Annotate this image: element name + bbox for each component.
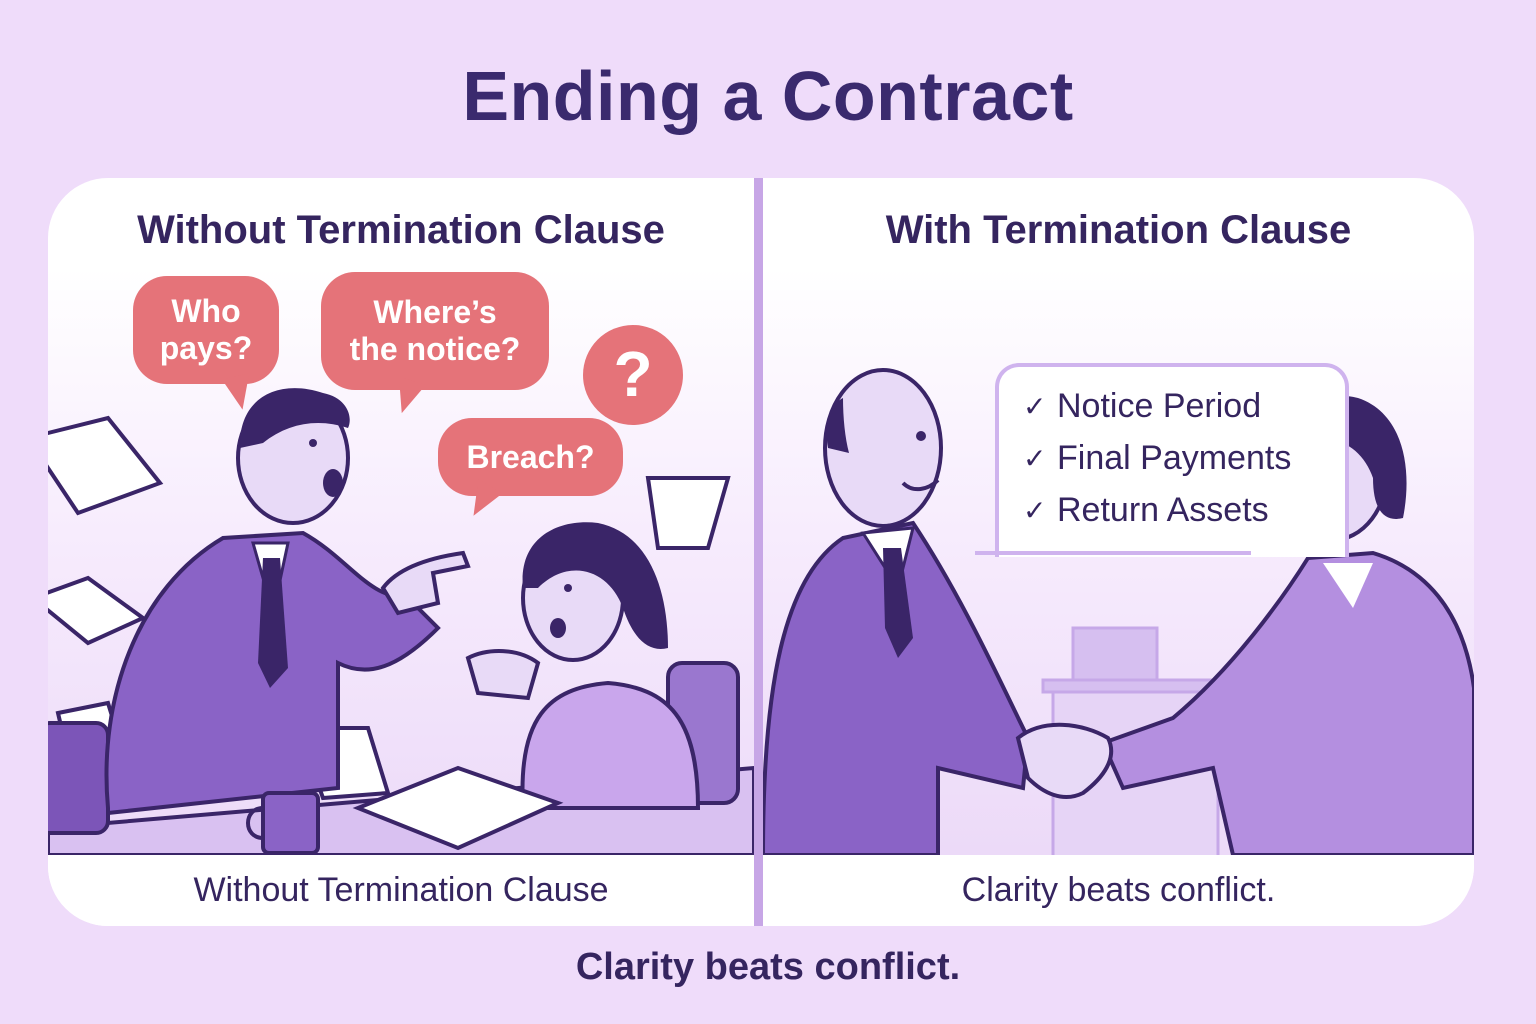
tagline: Clarity beats conflict. — [575, 946, 961, 988]
handshake-illustration — [763, 368, 1474, 855]
checklist-underline — [975, 551, 1251, 555]
right-panel-heading: With Termination Clause — [885, 208, 1352, 252]
left-panel-caption: Without Termination Clause — [48, 855, 754, 926]
left-panel-heading: Without Termination Clause — [137, 208, 665, 252]
right-panel-with-clause: ✓ Notice Period ✓ Final Payments ✓ Retur… — [763, 178, 1474, 926]
page-title: Ending a Contract — [462, 57, 1074, 135]
agreement-scene: ✓ Notice Period ✓ Final Payments ✓ Retur… — [763, 268, 1474, 855]
checkmark-icon: ✓ — [1023, 443, 1047, 474]
speech-bubble-wheres-the-notice: Where’s the notice? — [321, 272, 549, 418]
question-mark-bubble: ? — [583, 325, 683, 425]
panel-divider — [754, 178, 763, 926]
question-mark-icon: ? — [613, 338, 653, 411]
checklist-item-return-assets: ✓ Return Assets — [1023, 491, 1269, 529]
checkmark-icon: ✓ — [1023, 495, 1047, 526]
termination-checklist: ✓ Notice Period ✓ Final Payments ✓ Retur… — [995, 363, 1349, 557]
checklist-item-notice-period: ✓ Notice Period — [1023, 387, 1262, 425]
speech-bubble-who-pays: Who pays? — [133, 276, 279, 413]
left-panel-without-clause: Who pays? Where’s the notice? ? Breach? … — [48, 178, 754, 926]
checkmark-icon: ✓ — [1023, 391, 1047, 422]
conflict-scene: Who pays? Where’s the notice? ? Breach? — [48, 268, 754, 855]
checklist-item-final-payments: ✓ Final Payments — [1023, 439, 1292, 477]
speech-bubble-breach: Breach? — [438, 418, 623, 523]
right-panel-caption: Clarity beats conflict. — [763, 855, 1474, 926]
conflict-illustration — [48, 388, 754, 855]
